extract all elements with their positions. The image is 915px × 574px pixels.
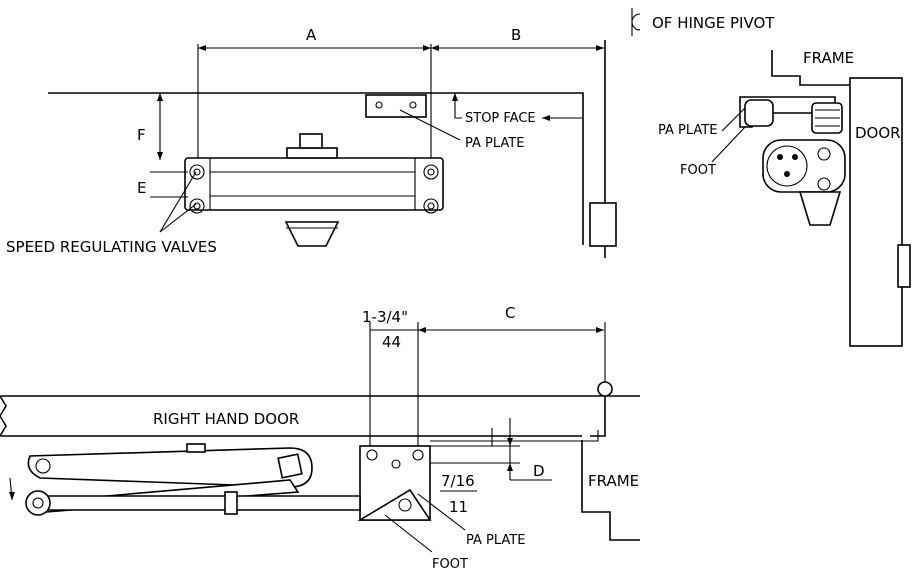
dim-44-label: 44 xyxy=(382,333,401,351)
top-view: A B OF HINGE PIVOT PA PLATE STOP FACE xyxy=(6,8,775,258)
dim-c-label: C xyxy=(505,304,515,322)
frame-outline xyxy=(48,92,584,245)
door-side xyxy=(849,77,903,347)
speed-valves-label: SPEED REGULATING VALVES xyxy=(6,238,217,256)
hinge-pivot-circle xyxy=(597,381,613,397)
closer-arm-bottom xyxy=(9,443,361,516)
right-hand-door-label: RIGHT HAND DOOR xyxy=(153,410,299,428)
dim-f-label: F xyxy=(137,126,146,144)
pa-plate-top xyxy=(365,94,427,118)
dim-e-label: E xyxy=(137,179,146,197)
hinge-block xyxy=(589,202,617,247)
centerline-symbol xyxy=(631,8,641,36)
dim-7-16-label: 7/16 xyxy=(441,472,475,490)
stop-face-label: STOP FACE xyxy=(465,111,536,126)
side-view: FRAME DOOR PA PLATE FOOT xyxy=(658,49,911,347)
dim-a-label: A xyxy=(306,26,317,44)
dim-1-3-4-label: 1-3/4" xyxy=(362,308,408,326)
pa-plate-bottom-label: PA PLATE xyxy=(466,533,525,548)
closer-body-top xyxy=(184,133,444,247)
pa-plate-top-label: PA PLATE xyxy=(465,136,524,151)
foot-side-label: FOOT xyxy=(680,163,716,178)
frame-bottom-label: FRAME xyxy=(588,472,639,490)
hinge-pivot-label: OF HINGE PIVOT xyxy=(652,14,775,32)
frame-bottom-outline xyxy=(581,440,640,541)
pa-plate-side-label: PA PLATE xyxy=(658,123,717,138)
dim-d-label: D xyxy=(533,462,545,480)
foot-bottom-label: FOOT xyxy=(432,557,468,572)
dim-b-label: B xyxy=(511,26,521,44)
dim-11-label: 11 xyxy=(449,498,468,516)
door-side-label: DOOR xyxy=(855,124,901,142)
frame-side-outline xyxy=(771,50,898,86)
bottom-view: RIGHT HAND DOOR FRAME 1-3/4" 44 C PA PLA… xyxy=(0,304,640,572)
frame-top-label: FRAME xyxy=(803,49,854,67)
